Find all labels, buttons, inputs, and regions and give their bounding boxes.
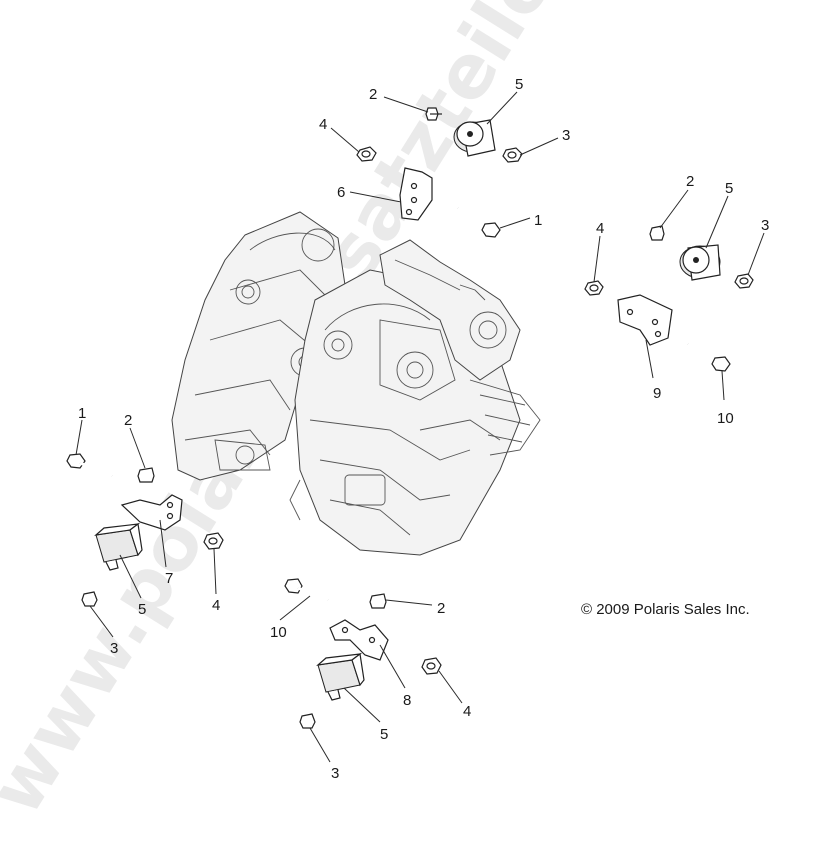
part-mount-5-bottom [316, 652, 365, 701]
part-bolt-2-top [425, 107, 442, 121]
callout-6: 6 [337, 184, 345, 201]
callout-2-bottom: 2 [437, 600, 445, 617]
callout-9: 9 [653, 385, 661, 402]
callout-4-left: 4 [212, 597, 220, 614]
part-nut-3-left [81, 591, 98, 607]
part-nut-4-top [356, 146, 377, 162]
callout-3-right: 3 [761, 217, 769, 234]
callout-1-top: 1 [534, 212, 542, 229]
part-nut-3-top [502, 147, 523, 163]
callout-4-top: 4 [319, 116, 327, 133]
part-bolt-1-left [66, 453, 113, 478]
callout-1-left: 1 [78, 405, 86, 422]
part-bracket-6 [399, 167, 433, 221]
callout-8: 8 [403, 692, 411, 709]
callout-5-right: 5 [725, 180, 733, 197]
callout-5-top: 5 [515, 76, 523, 93]
part-bracket-9 [617, 294, 673, 346]
part-nut-3-right [734, 273, 754, 289]
part-nut-4-right [584, 280, 604, 296]
part-bolt-10-right [687, 342, 731, 372]
part-nut-4-bottom [421, 657, 442, 675]
callout-4-right: 4 [596, 220, 604, 237]
callout-3-top: 3 [562, 127, 570, 144]
part-nut-4-left [203, 532, 224, 550]
leader-lines [75, 91, 765, 763]
callout-2-top: 2 [369, 86, 377, 103]
callout-5-bottom: 5 [380, 726, 388, 743]
part-bolt-2-left [137, 467, 155, 483]
part-nut-3-bottom [299, 713, 316, 729]
part-mount-5-left [94, 522, 143, 571]
callout-10-bottom: 10 [270, 624, 287, 641]
callout-3-bottom: 3 [331, 765, 339, 782]
part-mount-5-top [453, 119, 496, 157]
part-bolt-1-top [457, 206, 501, 238]
part-bracket-7 [120, 494, 183, 531]
callout-4-bottom: 4 [463, 703, 471, 720]
callout-2-right: 2 [686, 173, 694, 190]
part-mount-5-right [679, 244, 721, 281]
callout-3-left: 3 [110, 640, 118, 657]
part-bolt-2-bottom [369, 593, 387, 609]
callout-labels: 2 5 4 3 6 1 2 5 4 3 9 10 1 2 7 5 4 3 10 … [78, 76, 769, 782]
callout-10-right: 10 [717, 410, 734, 427]
part-bolt-2-right [649, 225, 665, 241]
part-bolt-10-bottom [284, 578, 329, 602]
callout-5-left: 5 [138, 601, 146, 618]
copyright-notice: © 2009 Polaris Sales Inc. [581, 601, 750, 618]
callout-2-left: 2 [124, 412, 132, 429]
part-bracket-8 [329, 619, 389, 661]
engine-illustration [171, 211, 541, 556]
callout-7: 7 [165, 570, 173, 587]
